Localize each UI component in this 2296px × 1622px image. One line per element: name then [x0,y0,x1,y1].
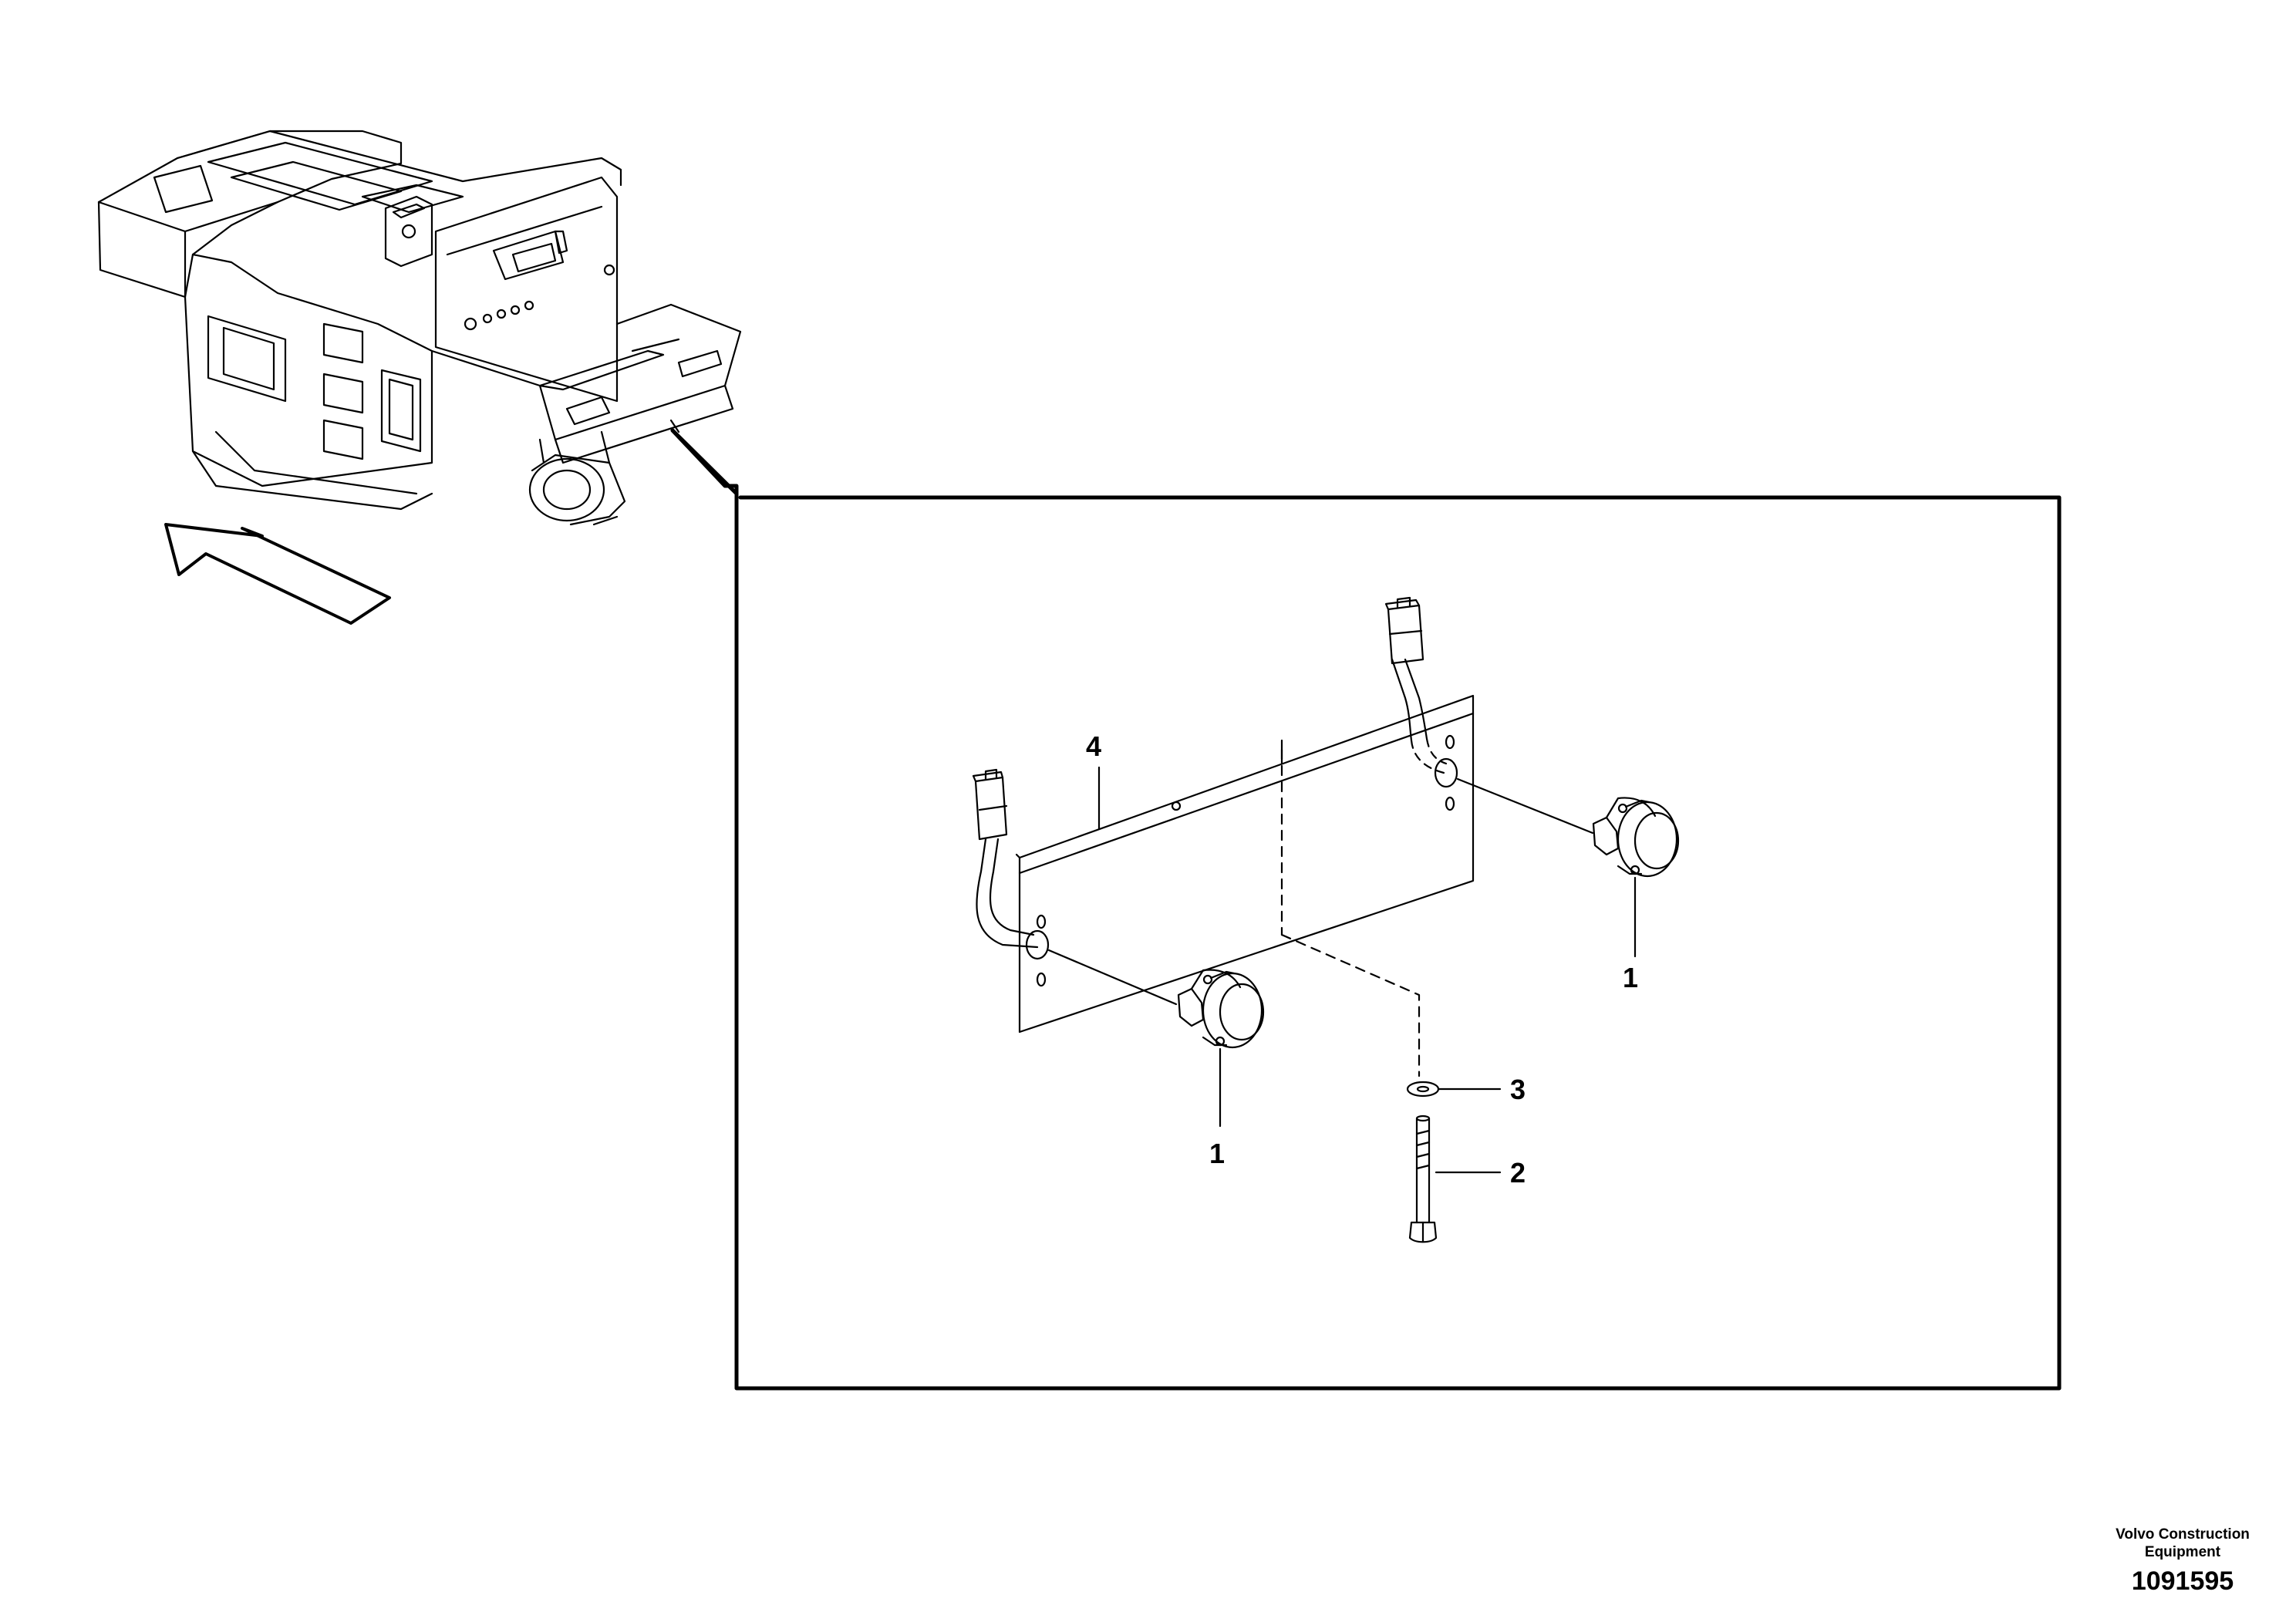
screw [1408,1114,1502,1243]
assembly-axis [1280,748,1421,1077]
callout-washer: 3 [1510,1074,1526,1105]
machine-frame-overview [97,130,742,526]
direction-arrow [164,523,391,625]
callout-lamp-right: 1 [1623,962,1639,993]
right-cable [1384,596,1448,774]
brand-line-2: Equipment [2144,1544,2221,1560]
callout-lamp-left: 1 [1209,1138,1226,1169]
mounting-plate [1015,694,1475,1034]
left-cable [972,768,1039,949]
left-lamp [1177,969,1265,1128]
brand-line-1: Volvo Construction [2116,1526,2250,1543]
left-lamp-leader [1047,949,1178,1006]
brand-block: Volvo Construction Equipment 1091595 [2082,1526,2283,1597]
right-lamp [1592,797,1680,958]
callout-screw: 2 [1510,1157,1526,1189]
drawing-number: 1091595 [2131,1566,2234,1596]
detail-frame [670,428,2062,1391]
right-lamp-leader [1456,777,1594,835]
washer [1406,1081,1502,1098]
callout-plate: 4 [1086,730,1102,762]
